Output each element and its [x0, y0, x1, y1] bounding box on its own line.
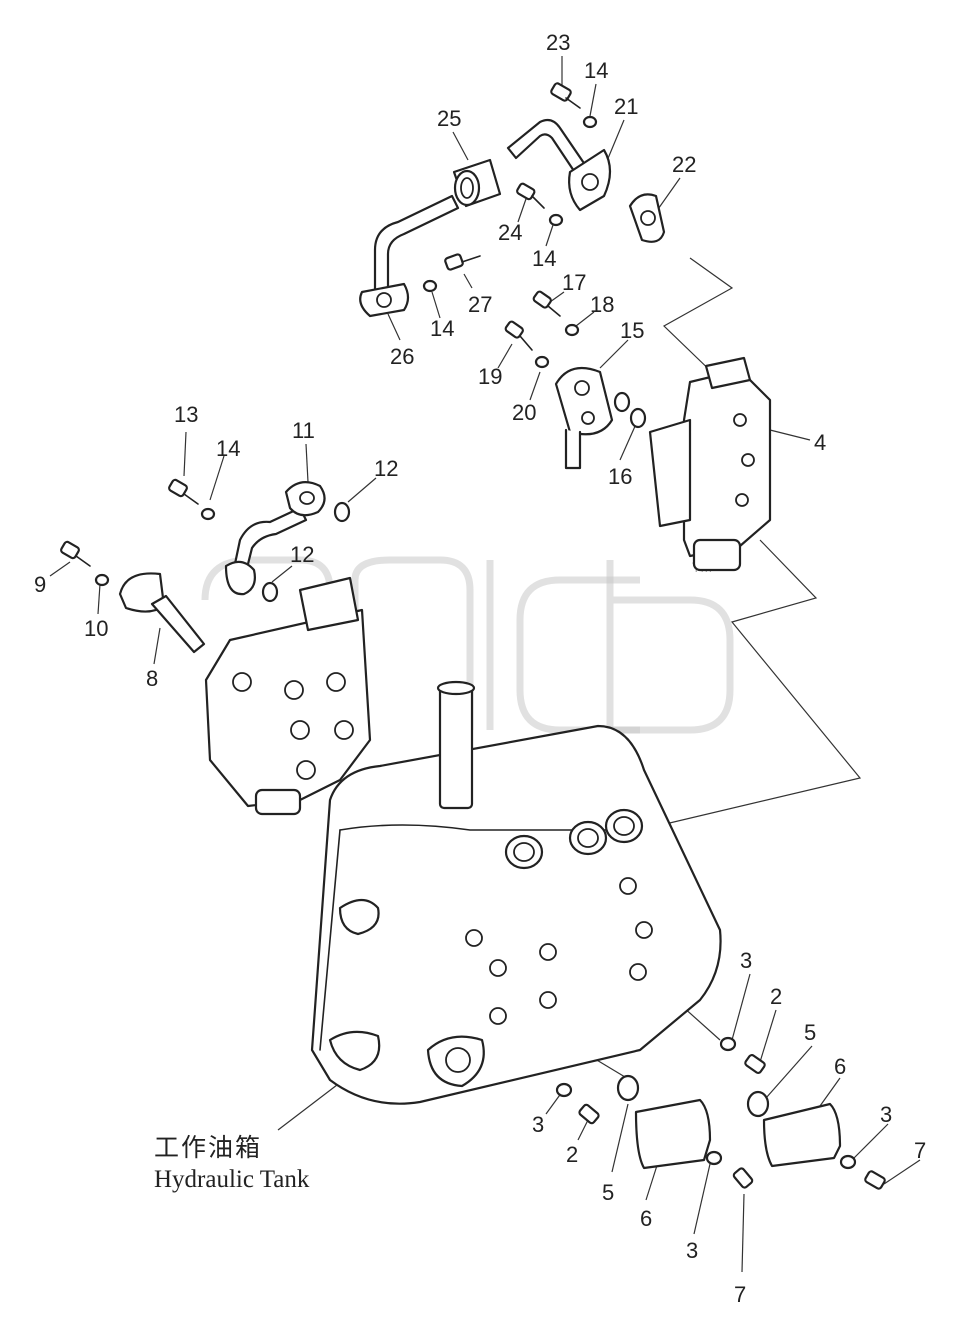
callout-6: 6 [640, 1206, 652, 1231]
callout-3: 3 [532, 1112, 544, 1137]
callout-7: 7 [734, 1282, 746, 1307]
callout-9: 9 [34, 572, 46, 597]
callout-13: 13 [174, 402, 198, 427]
callout-14: 14 [430, 316, 454, 341]
callout-10: 10 [84, 616, 108, 641]
caption-english: Hydraulic Tank [154, 1166, 310, 1193]
callout-18: 18 [590, 292, 614, 317]
callout-21: 21 [614, 94, 638, 119]
bolts-and-washers [60, 82, 647, 603]
callout-27: 27 [468, 292, 492, 317]
callout-26: 26 [390, 344, 414, 369]
callout-8: 8 [146, 666, 158, 691]
callout-12: 12 [374, 456, 398, 481]
callout-3: 3 [740, 948, 752, 973]
callout-2: 2 [566, 1142, 578, 1167]
callout-15: 15 [620, 318, 644, 343]
callout-22: 22 [672, 152, 696, 177]
callout-6: 6 [834, 1054, 846, 1079]
callout-19: 19 [478, 364, 502, 389]
control-valve-block [204, 576, 372, 816]
leader-lines [49, 56, 921, 1273]
hydraulic-tank [310, 680, 722, 1105]
callout-16: 16 [608, 464, 632, 489]
callout-11: 11 [292, 418, 315, 443]
callout-2: 2 [770, 984, 782, 1009]
caption-chinese: 工作油箱 [154, 1133, 263, 1162]
callout-23: 23 [546, 30, 570, 55]
cover-plates-and-fasteners [555, 1036, 886, 1190]
callout-12: 12 [290, 542, 314, 567]
pipe-part-11 [224, 481, 326, 596]
callout-20: 20 [512, 400, 536, 425]
callout-5: 5 [602, 1180, 614, 1205]
callout-25: 25 [437, 106, 461, 131]
oil-pipe-assembly [359, 118, 666, 318]
callout-14: 14 [216, 436, 240, 461]
callout-14: 14 [584, 58, 608, 83]
callout-7: 7 [914, 1138, 926, 1163]
callout-5: 5 [804, 1020, 816, 1045]
callout-3: 3 [880, 1102, 892, 1127]
callout-17: 17 [562, 270, 586, 295]
callout-4: 4 [814, 430, 826, 455]
tube-part-8 [118, 572, 206, 654]
valve-part-4 [648, 356, 772, 572]
callout-24: 24 [498, 220, 522, 245]
callout-3: 3 [686, 1238, 698, 1263]
diagram-caption: 工作油箱 Hydraulic Tank [154, 1128, 309, 1194]
callout-labels: 23 14 21 25 22 24 14 17 18 27 14 26 15 1… [34, 30, 926, 1307]
callout-14: 14 [532, 246, 556, 271]
flange-part-15 [554, 366, 614, 470]
